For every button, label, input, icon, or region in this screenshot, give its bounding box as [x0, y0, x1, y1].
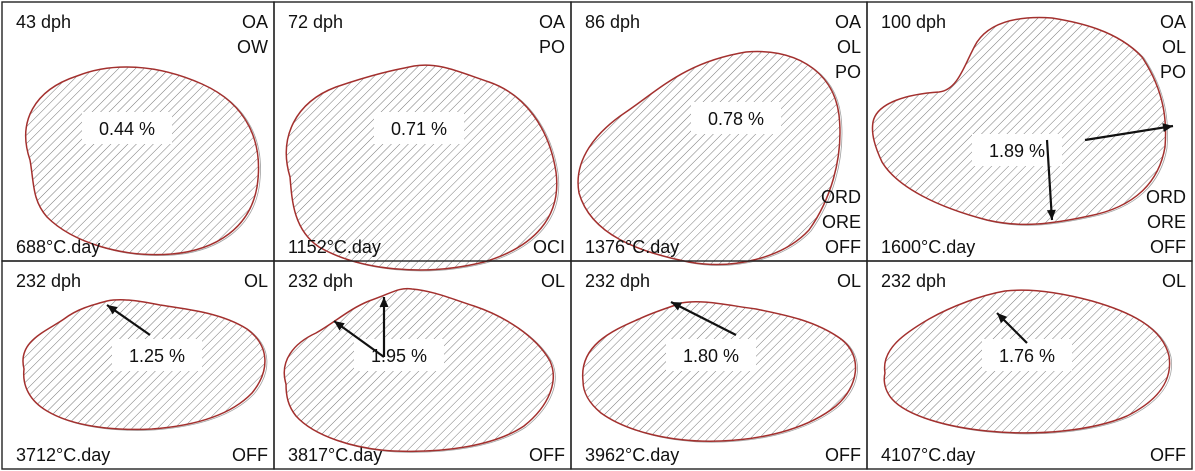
degree-day-label: 3962°C.day — [585, 445, 679, 465]
percent-box — [82, 112, 172, 144]
zone-code-label: OCI — [533, 237, 565, 257]
percent-label: 1.89 % — [989, 141, 1045, 161]
zone-code-label: OFF — [1150, 445, 1186, 465]
panel: 0.71 % 72 dph 1152°C.day OA PO OCI — [273, 1, 572, 272]
degree-day-label: 688°C.day — [16, 237, 100, 257]
age-dph-label: 100 dph — [881, 12, 946, 32]
zone-code-label: OFF — [232, 445, 268, 465]
arrow-line — [670, 301, 737, 336]
percent-box — [354, 339, 444, 371]
percent-box — [112, 339, 202, 371]
otolith-outline — [582, 300, 858, 443]
panel-border — [866, 260, 1193, 470]
zone-code-label: OL — [837, 37, 861, 57]
outline-shape — [25, 66, 260, 256]
zone-code-label: ORE — [822, 212, 861, 232]
zone-code-label: OA — [539, 12, 565, 32]
degree-day-label: 4107°C.day — [881, 445, 975, 465]
percent-label: 1.76 % — [999, 346, 1055, 366]
arrowhead-icon — [1046, 209, 1056, 220]
percent-box — [691, 102, 781, 134]
zone-code-label: OFF — [529, 445, 565, 465]
panel: 1.80 % 232 dph 3962°C.day OL OFF — [570, 260, 868, 470]
otolith-outline — [285, 64, 560, 272]
outline-shape — [285, 64, 558, 271]
otolith-outline — [577, 50, 843, 266]
panel: 0.44 % 43 dph 688°C.day OA OW — [1, 1, 275, 262]
arrowhead-icon — [1162, 123, 1173, 133]
percent-box — [374, 112, 464, 144]
zone-code-label: OFF — [1150, 237, 1186, 257]
arrow-line — [1084, 124, 1174, 142]
panel: 0.78 % 86 dph 1376°C.day OA OL PO ORD ORE OFF — [570, 1, 868, 266]
zone-code-label: OFF — [825, 445, 861, 465]
zone-code-label: PO — [539, 37, 565, 57]
percent-box — [982, 339, 1072, 371]
zone-code-label: OA — [835, 12, 861, 32]
zone-code-label: ORD — [821, 187, 861, 207]
outline-shape — [871, 16, 1167, 226]
degree-day-label: 3817°C.day — [288, 445, 382, 465]
zone-code-label: OFF — [825, 237, 861, 257]
zone-code-label: OA — [242, 12, 268, 32]
zone-code-label: OA — [1160, 12, 1186, 32]
otolith-outline — [871, 16, 1168, 226]
age-dph-label: 86 dph — [585, 12, 640, 32]
age-dph-label: 232 dph — [585, 271, 650, 291]
panel: 1.76 % 232 dph 4107°C.day OL OFF — [866, 260, 1193, 470]
age-dph-label: 72 dph — [288, 12, 343, 32]
degree-day-label: 3712°C.day — [16, 445, 110, 465]
arrowhead-icon — [997, 313, 1008, 324]
percent-box — [666, 339, 756, 371]
zone-code-label: OL — [541, 271, 565, 291]
age-dph-label: 232 dph — [288, 271, 353, 291]
percent-label: 1.25 % — [129, 346, 185, 366]
percent-label: 0.44 % — [99, 119, 155, 139]
arrow-line — [333, 320, 385, 358]
degree-day-label: 1600°C.day — [881, 237, 975, 257]
age-dph-label: 43 dph — [16, 12, 71, 32]
percent-label: 1.95 % — [371, 346, 427, 366]
arrowhead-icon — [671, 302, 682, 311]
zone-code-label: OL — [244, 271, 268, 291]
zone-code-label: OW — [237, 37, 268, 57]
outline-shape — [577, 50, 841, 266]
zone-code-label: PO — [1160, 62, 1186, 82]
age-dph-label: 232 dph — [881, 271, 946, 291]
panel: 1.25 % 232 dph 3712°C.day OL OFF — [1, 260, 275, 470]
arrow-line — [1045, 139, 1054, 221]
outline-shape — [582, 300, 857, 442]
zone-code-label: ORD — [1146, 187, 1186, 207]
age-dph-label: 232 dph — [16, 271, 81, 291]
percent-label: 0.78 % — [708, 109, 764, 129]
zone-code-label: OL — [1162, 271, 1186, 291]
zone-code-label: ORE — [1147, 212, 1186, 232]
degree-day-label: 1152°C.day — [288, 237, 381, 257]
arrowhead-icon — [334, 321, 345, 331]
percent-label: 0.71 % — [391, 119, 447, 139]
zone-code-label: OL — [837, 271, 861, 291]
zone-code-label: OL — [1162, 37, 1186, 57]
arrowhead-icon — [379, 297, 389, 308]
percent-label: 1.80 % — [683, 346, 739, 366]
degree-day-label: 1376°C.day — [585, 237, 679, 257]
panel: 1.95 % 232 dph 3817°C.day OL OFF — [273, 260, 572, 470]
arrowhead-icon — [107, 305, 118, 315]
otolith-outline — [25, 66, 261, 256]
zone-code-label: PO — [835, 62, 861, 82]
panel: 1.89 % 100 dph 1600°C.day OA OL PO ORD ORE OFF — [866, 1, 1193, 262]
